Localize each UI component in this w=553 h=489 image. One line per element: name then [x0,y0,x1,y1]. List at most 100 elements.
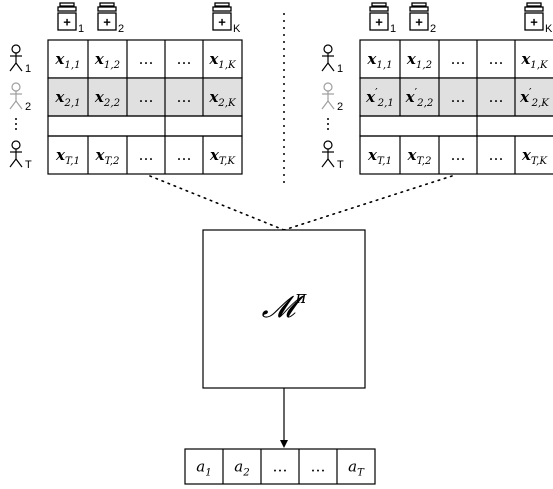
separator-dot [283,62,285,64]
table-cell: x1,K [208,50,237,71]
table-cell: … [139,146,154,164]
table-cell: xT,1 [367,146,392,167]
vertical-ellipsis [327,118,329,130]
arm-subscript: 2 [118,23,124,35]
table-cell: … [489,146,504,164]
separator-dot [283,90,285,92]
mechanism-box: 𝓜π [202,229,366,389]
vertical-dots-separator [283,13,285,183]
table-cell: … [139,50,154,68]
table-cell: x′2,1 [365,86,394,109]
separator-dot [283,139,285,141]
table-row [47,115,243,137]
row-border [47,135,243,175]
separator-dot [283,83,285,85]
table-row: xT,1 xT,2 … … xT,K [47,135,243,175]
table-cell: x1,1 [54,50,80,71]
pill-bottle-icon: +1 [57,2,84,35]
separator-dot [283,20,285,22]
person-subscript: T [337,159,344,171]
arm-subscript: 1 [78,23,84,35]
arm-subscript: K [545,23,553,35]
pill-bottle-icon: +2 [97,2,124,35]
pill-bottle-icon: +2 [409,2,436,35]
separator-dot [283,125,285,127]
separator-dot [283,97,285,99]
table-cell: … [451,50,466,68]
separator-dot [283,181,285,183]
table-row [359,115,553,137]
output-cell: … [273,458,288,476]
arm-subscript: 1 [390,23,396,35]
table-cell: x2,1 [54,88,80,109]
person-icon: 2 [321,82,343,113]
person-subscript: 2 [337,101,343,113]
dotted-connectors [149,175,453,231]
separator-dot [283,34,285,36]
arm-subscript: K [233,23,241,35]
table-cell: x1,2 [406,50,432,71]
plus-sign: + [530,14,538,29]
table-cell: … [451,88,466,106]
separator-dot [283,132,285,134]
left-connector [149,175,285,231]
separator-dot [283,41,285,43]
row-border [47,115,243,137]
person-icon: 2 [9,82,31,113]
separator-dot [283,167,285,169]
person-icon: T [321,140,344,171]
table-cell: … [177,146,192,164]
separator-dot [283,76,285,78]
pill-bottle-icon: +K [212,2,241,35]
plus-sign: + [103,14,111,29]
table-cell: … [451,146,466,164]
table-cell: xT,2 [407,146,432,167]
separator-dot [283,104,285,106]
person-subscript: 1 [25,63,31,75]
separator-dot [283,160,285,162]
mechanism-frame [202,229,366,389]
table-row: x1,1 x1,2 … … x1,K [47,39,243,79]
separator-dot [283,69,285,71]
table-cell: xT,2 [95,146,120,167]
table-cell: xT,K [521,146,548,167]
table-cell: x1,2 [94,50,120,71]
table-cell: x1,K [520,50,549,71]
separator-dot [283,27,285,29]
arrow-head [280,440,288,448]
output-action-sequence: a1 a2 … … aT [184,448,376,485]
right-connector [283,175,453,231]
person-icon: T [9,140,32,171]
output-cell: a2 [234,458,249,479]
output-arrow [280,388,288,448]
plus-sign: + [63,14,71,29]
plus-sign: + [218,14,226,29]
person-icon: 1 [9,44,31,75]
output-cell: aT [348,458,365,479]
table-cell: xT,1 [55,146,80,167]
row-border [359,135,553,175]
table-row: xT,1 xT,2 … … xT,K [359,135,553,175]
output-cell: … [311,458,326,476]
pill-bottle-icon: +1 [369,2,396,35]
vertical-ellipsis [15,118,17,130]
person-subscript: 1 [337,63,343,75]
table-cell: … [489,50,504,68]
person-subscript: 2 [25,101,31,113]
table-cell: … [177,50,192,68]
table-cell: xT,K [209,146,236,167]
separator-dot [283,48,285,50]
table-cell: x1,1 [366,50,392,71]
separator-dot [283,111,285,113]
row-border [359,115,553,137]
table-cell: … [177,88,192,106]
output-cell: a1 [196,458,211,479]
person-icon: 1 [321,44,343,75]
plus-sign: + [375,14,383,29]
arm-subscript: 2 [430,23,436,35]
pill-bottle-icon: +K [524,2,553,35]
person-subscript: T [25,159,32,171]
